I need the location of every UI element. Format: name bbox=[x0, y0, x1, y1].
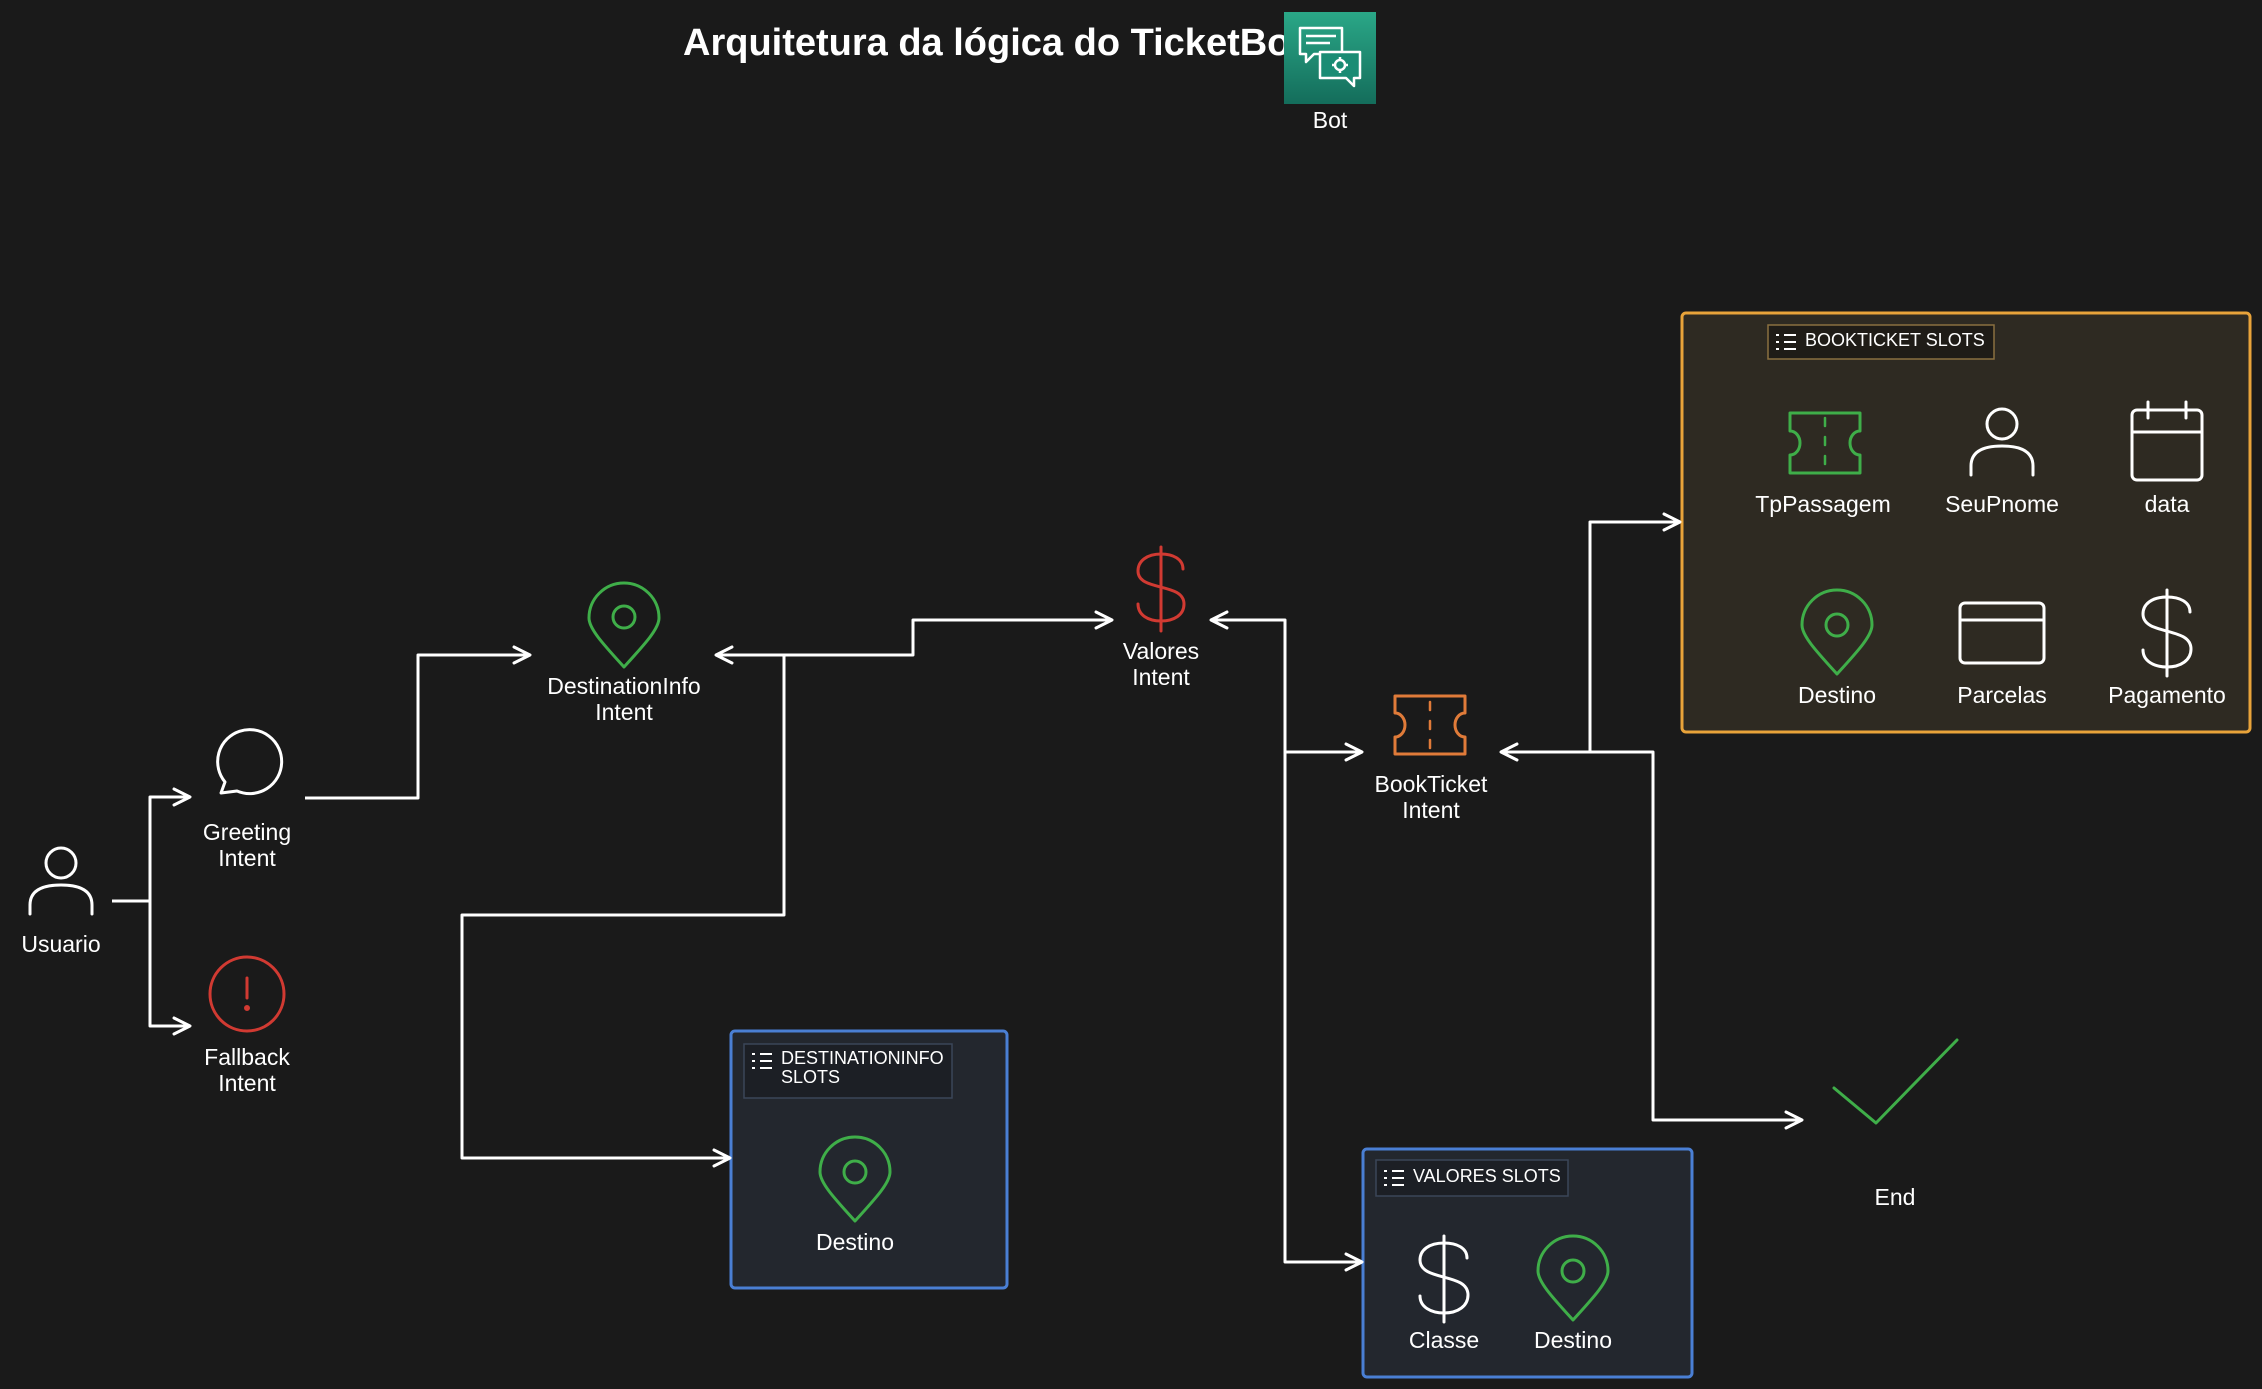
fallback-intent-label-line1: Fallback bbox=[204, 1044, 290, 1070]
destinationinfo-slots-group: DESTINATIONINFO SLOTS Destino bbox=[729, 1029, 1009, 1290]
destinationinfo-slots-header bbox=[743, 1043, 953, 1099]
page-title: Arquitetura da lógica do TicketBot bbox=[683, 22, 1303, 64]
bookticket-intent-label-line2: Intent bbox=[1402, 797, 1460, 823]
slot-destino: Destino bbox=[816, 1229, 894, 1255]
edge-bookticket-slots bbox=[1499, 512, 1682, 762]
slot-seupnome: SeuPnome bbox=[1945, 491, 2059, 517]
slot-parcelas: Parcelas bbox=[1957, 682, 2046, 708]
destinationinfo-slots-title-line1: DESTINATIONINFO bbox=[781, 1048, 944, 1068]
edge-destinationinfo-valores bbox=[714, 610, 1114, 665]
destinationinfo-intent-node[interactable]: DestinationInfo Intent bbox=[547, 581, 701, 725]
location-pin-icon bbox=[1536, 1234, 1610, 1322]
usuario-node[interactable]: Usuario bbox=[21, 846, 101, 957]
dollar-icon bbox=[1418, 1234, 1470, 1324]
chatbot-icon bbox=[1298, 26, 1362, 88]
end-label: End bbox=[1875, 1184, 1916, 1210]
slot-classe: Classe bbox=[1409, 1327, 1479, 1353]
dollar-icon bbox=[1136, 545, 1186, 633]
list-icon bbox=[1384, 1170, 1404, 1186]
valores-intent-label-line2: Intent bbox=[1132, 664, 1190, 690]
valores-slots-group: VALORES SLOTS Classe Destino bbox=[1361, 1147, 1694, 1379]
location-pin-icon bbox=[587, 581, 661, 669]
checkmark-icon bbox=[1832, 1038, 1959, 1125]
destinationinfo-intent-label-line2: Intent bbox=[595, 699, 653, 725]
edge-usuario-greeting bbox=[112, 787, 192, 903]
edges bbox=[112, 512, 1804, 1272]
end-node[interactable]: End bbox=[1832, 1038, 1959, 1210]
ticket-icon bbox=[1393, 694, 1467, 756]
user-icon bbox=[1969, 407, 2035, 477]
slot-tppassagem: TpPassagem bbox=[1755, 491, 1891, 517]
slot-destino: Destino bbox=[1798, 682, 1876, 708]
edge-bookticket-end bbox=[1590, 750, 1804, 1130]
alert-icon bbox=[208, 955, 286, 1033]
valores-slots-title: VALORES SLOTS bbox=[1413, 1166, 1561, 1186]
bookticket-slots-frame bbox=[1680, 311, 2252, 734]
bookticket-slots-header bbox=[1767, 324, 1995, 360]
greeting-intent-label-line2: Intent bbox=[218, 845, 276, 871]
edge-valores-slots bbox=[1283, 752, 1364, 1272]
valores-intent-node[interactable]: Valores Intent bbox=[1123, 545, 1199, 690]
bookticket-intent-node[interactable]: BookTicket Intent bbox=[1375, 694, 1489, 823]
greeting-intent-node[interactable]: Greeting Intent bbox=[203, 728, 291, 871]
bookticket-intent-label-line1: BookTicket bbox=[1375, 771, 1489, 797]
list-icon bbox=[752, 1053, 772, 1069]
slot-data: data bbox=[2145, 491, 2190, 517]
destinationinfo-slots-title-line2: SLOTS bbox=[781, 1067, 840, 1087]
valores-slots-header bbox=[1375, 1159, 1569, 1197]
bookticket-slots-title: BOOKTICKET SLOTS bbox=[1805, 330, 1985, 350]
fallback-intent-label-line2: Intent bbox=[218, 1070, 276, 1096]
chat-bubble-icon bbox=[216, 728, 284, 796]
usuario-label: Usuario bbox=[21, 931, 100, 957]
greeting-intent-label-line1: Greeting bbox=[203, 819, 291, 845]
ticket-icon bbox=[1788, 411, 1862, 475]
bookticket-slots-group: BOOKTICKET SLOTS TpPassagem SeuPnome dat… bbox=[1680, 311, 2252, 734]
list-icon bbox=[1776, 334, 1796, 350]
credit-card-icon bbox=[1958, 601, 2046, 665]
user-icon bbox=[28, 846, 94, 916]
location-pin-icon bbox=[818, 1135, 892, 1223]
fallback-intent-node[interactable]: Fallback Intent bbox=[204, 955, 290, 1096]
slot-pagamento: Pagamento bbox=[2108, 682, 2226, 708]
edge-destinationinfo-slots bbox=[460, 655, 786, 1168]
dollar-icon bbox=[2141, 588, 2193, 678]
edge-valores-bookticket bbox=[1209, 610, 1364, 762]
valores-intent-label-line1: Valores bbox=[1123, 638, 1199, 664]
destinationinfo-intent-label-line1: DestinationInfo bbox=[547, 673, 700, 699]
bot-node[interactable]: Bot bbox=[1284, 12, 1376, 133]
location-pin-icon bbox=[1800, 588, 1874, 676]
edge-greeting-destinationinfo bbox=[305, 645, 532, 800]
slot-destino: Destino bbox=[1534, 1327, 1612, 1353]
calendar-icon bbox=[2130, 400, 2204, 482]
bot-label: Bot bbox=[1313, 107, 1348, 133]
edge-usuario-fallback bbox=[148, 901, 192, 1036]
